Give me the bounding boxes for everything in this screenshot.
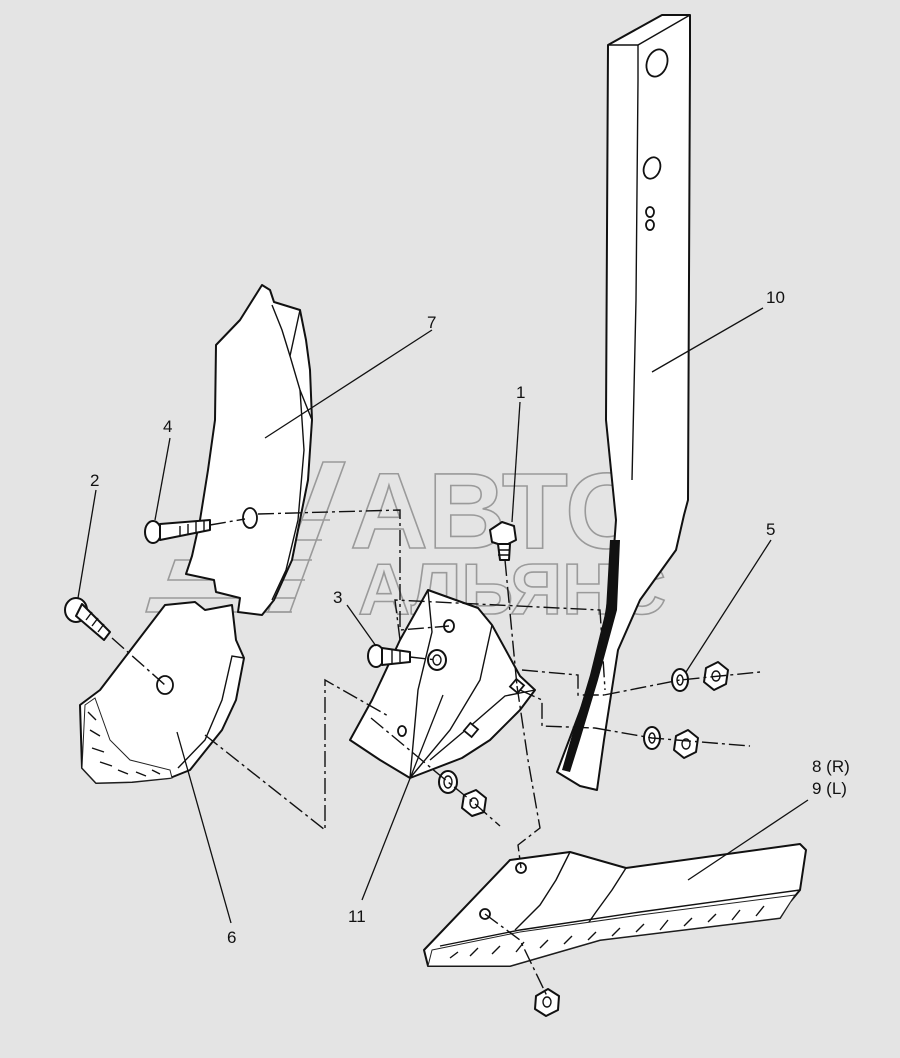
callout-8: 8 (R) xyxy=(812,757,850,776)
part-10-shank xyxy=(556,14,691,791)
point-bolt-hole xyxy=(156,675,174,695)
callout-2: 2 xyxy=(90,471,99,490)
shank-hole-small-2 xyxy=(645,219,655,231)
callout-7: 7 xyxy=(427,313,436,332)
shank-hole-small-1 xyxy=(645,206,655,218)
part-7-shin-guard xyxy=(185,284,313,616)
share-nut xyxy=(534,988,560,1017)
part-8-9-share xyxy=(423,843,807,967)
plate-nut-washer xyxy=(438,770,487,817)
leader-lines xyxy=(77,307,809,924)
callout-6: 6 xyxy=(227,928,236,947)
part-4-bolt xyxy=(144,519,211,544)
callout-labels: 1 2 3 4 5 6 7 8 (R) 9 (L) 10 11 xyxy=(90,288,850,947)
callout-9: 9 (L) xyxy=(812,779,847,798)
part-3-bolt xyxy=(367,644,447,671)
plate-hole-2 xyxy=(397,725,407,737)
callout-11: 11 xyxy=(348,907,366,926)
callout-10: 10 xyxy=(766,288,785,307)
shank-hole-middle xyxy=(642,156,662,180)
shank-hole-top xyxy=(645,48,669,78)
callout-4: 4 xyxy=(163,417,172,436)
plate-square-hole-2 xyxy=(462,721,480,739)
part-5-nuts-washers xyxy=(643,661,729,759)
part-1-bolt xyxy=(489,521,517,561)
callout-5: 5 xyxy=(766,520,775,539)
callout-3: 3 xyxy=(333,588,342,607)
callout-1: 1 xyxy=(516,383,525,402)
part-11-plate xyxy=(349,589,536,779)
shin-guard-bolt-hole xyxy=(242,507,258,529)
part-2-bolt xyxy=(64,597,111,641)
part-6-point xyxy=(79,601,245,784)
assembly-lines xyxy=(111,509,761,997)
